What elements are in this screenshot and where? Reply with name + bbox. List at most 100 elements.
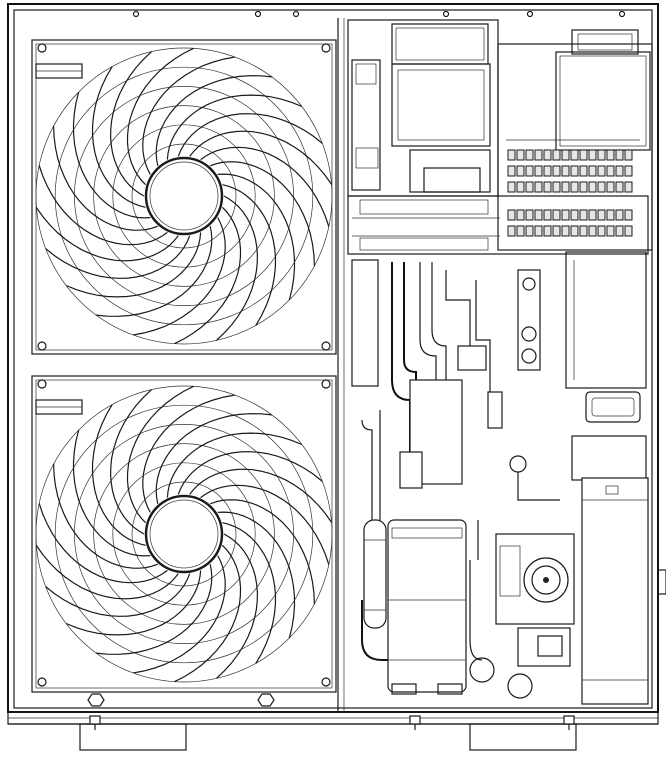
- fan-blade-line: [174, 544, 242, 683]
- terminal-block: [606, 149, 615, 161]
- terminal-block: [552, 149, 561, 161]
- terminal-block: [543, 209, 552, 221]
- fan-ring: [35, 47, 333, 345]
- fan-blade-line: [35, 207, 179, 262]
- fan-blade-line: [155, 413, 272, 504]
- upper-fan-screw-tr: [321, 43, 331, 53]
- terminal-block: [516, 165, 525, 177]
- front-panel-bolts: [87, 693, 275, 707]
- fan-blade-line: [109, 51, 153, 197]
- terminal-block: [570, 209, 579, 221]
- fan-blade-line: [91, 404, 146, 546]
- terminal-block: [543, 181, 552, 193]
- terminal-block: [534, 181, 543, 193]
- water-pump: [495, 533, 575, 625]
- fan-blade-line: [126, 47, 194, 186]
- right-foot: [469, 723, 577, 751]
- terminal-block: [579, 225, 588, 237]
- fan-blade-line: [142, 394, 235, 513]
- fan-blade-line: [38, 165, 168, 246]
- terminal-rows: [507, 149, 633, 237]
- terminal-block: [615, 209, 624, 221]
- fan-ring: [93, 105, 275, 287]
- fan-blade-line: [200, 146, 330, 227]
- terminal-block: [552, 165, 561, 177]
- fan-blade-line: [72, 91, 151, 219]
- fan-blade-line: [65, 232, 202, 298]
- left-bracket: [351, 59, 381, 191]
- mounting-plate: [347, 195, 649, 255]
- terminal-block: [570, 149, 579, 161]
- electrical-panel: [497, 29, 653, 251]
- fan-ring: [54, 404, 314, 664]
- terminal-block: [525, 181, 534, 193]
- terminal-block: [552, 225, 561, 237]
- terminal-block: [507, 225, 516, 237]
- terminal-block: [516, 149, 525, 161]
- upper-fan-screw-br: [321, 341, 331, 351]
- fan-blade-line: [96, 226, 213, 317]
- fan-blade-line: [210, 499, 315, 605]
- terminal-block: [543, 165, 552, 177]
- fan-blade-line: [38, 503, 168, 584]
- terminal-block: [597, 165, 606, 177]
- fan-blade-line: [45, 573, 191, 617]
- sight-gauges: [517, 269, 541, 371]
- control-box: [347, 19, 499, 197]
- solenoid-valve: [399, 451, 423, 489]
- fan-blade-line: [222, 522, 277, 664]
- fan-ring: [112, 124, 256, 268]
- lower-fan-screw-tl: [37, 379, 47, 389]
- lower-fan-screw-tr: [321, 379, 331, 389]
- terminal-block: [516, 181, 525, 193]
- terminal-block: [588, 181, 597, 193]
- fan-blade-line: [91, 66, 146, 208]
- terminal-block: [534, 209, 543, 221]
- fan-ring: [93, 443, 275, 625]
- terminal-block: [534, 165, 543, 177]
- fan-ring: [35, 385, 333, 683]
- upper-fan-screw-tl: [37, 43, 47, 53]
- fan-hub: [144, 494, 224, 574]
- plate-heat-exchanger: [581, 477, 649, 705]
- terminal-block: [615, 149, 624, 161]
- terminal-block: [507, 165, 516, 177]
- terminal-block: [606, 181, 615, 193]
- terminal-block: [552, 181, 561, 193]
- fan-blade-line: [96, 564, 213, 655]
- refrigerant-piping: [351, 259, 560, 661]
- terminal-block: [570, 165, 579, 177]
- fan-ring: [74, 424, 294, 644]
- terminal-block: [606, 165, 615, 177]
- terminal-block: [534, 225, 543, 237]
- fan-blade-line: [53, 463, 158, 569]
- terminal-block: [525, 209, 534, 221]
- terminal-block: [507, 209, 516, 221]
- terminal-block: [525, 225, 534, 237]
- lower-valves: [469, 520, 571, 699]
- terminal-block: [615, 225, 624, 237]
- fan-ring: [54, 66, 314, 326]
- upper-fan-grille: [31, 39, 337, 355]
- fan-blade-line: [174, 206, 242, 345]
- terminal-block: [624, 165, 633, 177]
- terminal-block: [606, 209, 615, 221]
- terminal-block: [561, 181, 570, 193]
- side-handle: [585, 391, 641, 423]
- fan-blade-line: [126, 385, 194, 524]
- inverter-pcb: [555, 51, 651, 151]
- terminal-block: [597, 209, 606, 221]
- terminal-block: [588, 149, 597, 161]
- right-edge-coupling: [657, 569, 666, 595]
- fan-hub-inner: [149, 161, 219, 231]
- upper-fan-screw-bl: [37, 341, 47, 351]
- compressor: [387, 519, 467, 695]
- terminal-block: [516, 209, 525, 221]
- fan-blade-line: [200, 484, 330, 565]
- fan-blade-line: [53, 125, 158, 231]
- terminal-block: [507, 181, 516, 193]
- terminal-block: [615, 165, 624, 177]
- cabinet: [7, 3, 659, 751]
